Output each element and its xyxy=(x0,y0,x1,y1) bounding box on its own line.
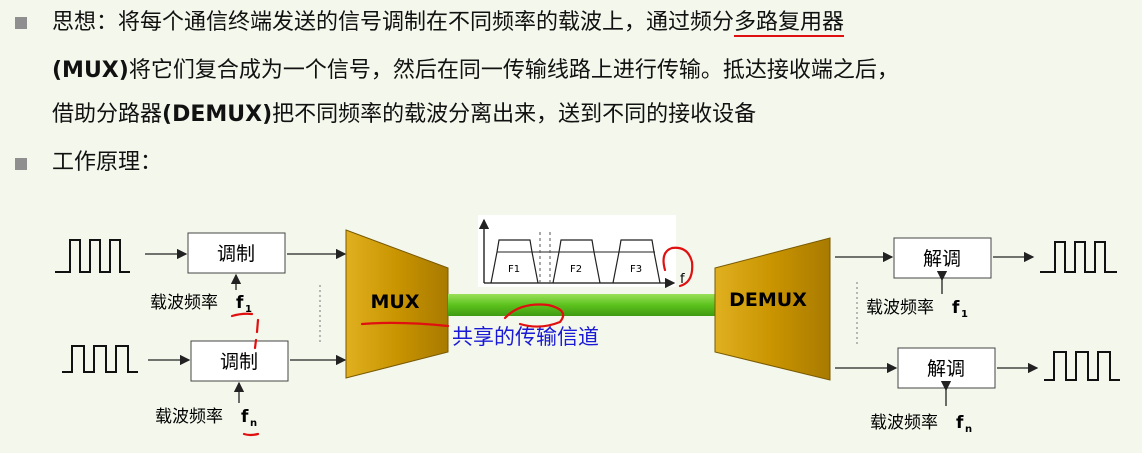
band-f1: F1 xyxy=(508,264,520,275)
idea-text-3a: 借助分路器 xyxy=(52,102,163,127)
input-signal-n xyxy=(62,345,138,373)
rx-carrier-fn-symbol: f xyxy=(956,413,964,433)
demodulator-1-label: 解调 xyxy=(923,248,961,270)
demux-abbr: (DEMUX) xyxy=(162,102,273,127)
bullet-icon xyxy=(15,17,27,29)
input-signal-1 xyxy=(55,239,130,273)
bullet-icon xyxy=(15,158,27,170)
demux-label: DEMUX xyxy=(729,289,807,311)
idea-text-3c: 把不同频率的载波分离出来，送到不同的接收设备 xyxy=(272,102,757,127)
carrier-f1-label: 载波频率 xyxy=(150,293,218,313)
carrier-f1-subscript: 1 xyxy=(245,304,252,315)
shared-channel xyxy=(448,294,716,316)
rx-carrier-f1-subscript: 1 xyxy=(961,309,968,320)
principle-heading: 工作原理： xyxy=(52,150,163,175)
idea-text-1: 思想：将每个通信终端发送的信号调制在不同频率的载波上，通过频分 xyxy=(52,10,735,35)
mux-abbr: (MUX) xyxy=(52,58,129,83)
mux-block xyxy=(345,229,449,379)
rx-carrier-fn-subscript: n xyxy=(965,424,972,435)
modulator-1 xyxy=(187,232,286,274)
modulator-n-label: 调制 xyxy=(220,351,258,373)
modulator-n xyxy=(190,340,289,382)
idea-text-2: 将它们复合成为一个信号，然后在同一传输线路上进行传输。抵达接收端之后， xyxy=(128,58,899,83)
rx-carrier-fn-label: 载波频率 xyxy=(870,413,938,433)
idea-line-2: (MUX)将它们复合成为一个信号，然后在同一传输线路上进行传输。抵达接收端之后， xyxy=(52,56,899,86)
red-annotations xyxy=(230,246,694,437)
band-f3: F3 xyxy=(630,264,642,275)
spectrum-inset: F1 F2 F3 f xyxy=(478,215,685,289)
carrier-fn-symbol: f xyxy=(241,407,249,427)
modulator-1-label: 调制 xyxy=(217,243,255,265)
output-signal-n xyxy=(1044,351,1120,381)
idea-line-1: 思想：将每个通信终端发送的信号调制在不同频率的载波上，通过频分多路复用器 xyxy=(52,8,845,38)
demodulator-n-label: 解调 xyxy=(927,358,965,380)
carrier-fn-subscript: n xyxy=(250,418,257,429)
band-f2: F2 xyxy=(570,264,582,275)
carrier-f1-symbol: f xyxy=(236,293,244,313)
mux-term: 多路复用器 xyxy=(734,10,845,37)
output-signal-1 xyxy=(1040,241,1117,273)
carrier-fn-label: 载波频率 xyxy=(155,407,223,427)
mux-label: MUX xyxy=(371,291,420,313)
channel-label: 共享的传输信道 xyxy=(452,325,599,349)
rx-carrier-f1-label: 载波频率 xyxy=(866,298,934,318)
spectrum-axis-f: f xyxy=(680,272,685,287)
demux-block xyxy=(714,237,831,381)
rx-carrier-f1-symbol: f xyxy=(952,298,960,318)
idea-line-3: 借助分路器(DEMUX)把不同频率的载波分离出来，送到不同的接收设备 xyxy=(52,100,756,130)
